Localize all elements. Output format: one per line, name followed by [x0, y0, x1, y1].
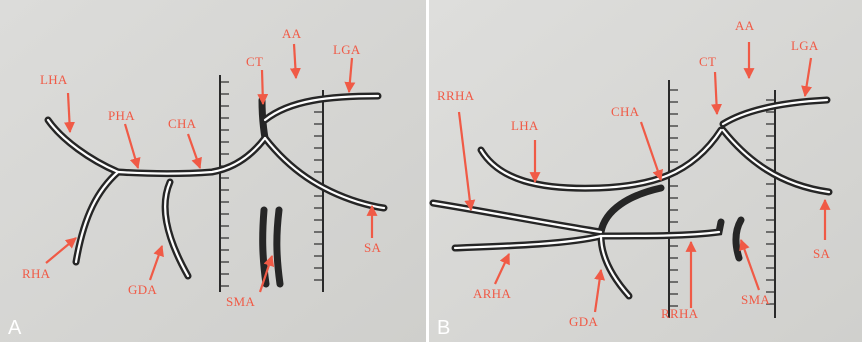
label-lga: LGA [791, 38, 819, 54]
label-aa: AA [735, 18, 754, 34]
label-arha: ARHA [473, 286, 511, 302]
panel-b: RRHA LHA CHA CT AA LGA SA ARHA GDA RRHA … [429, 0, 862, 342]
label-rha: RHA [22, 266, 50, 282]
panel-a: LHA PHA CHA CT AA LGA RHA GDA SMA SA A [0, 0, 426, 342]
panel-a-drawing [0, 0, 426, 342]
label-gda: GDA [128, 282, 157, 298]
label-pha: PHA [108, 108, 135, 124]
label-lga: LGA [333, 42, 361, 58]
label-aa: AA [282, 26, 301, 42]
label-ct: CT [699, 54, 716, 70]
label-cha: CHA [168, 116, 196, 132]
panel-letter-b: B [437, 317, 450, 340]
label-rrha-bottom: RRHA [661, 306, 698, 322]
label-lha: LHA [511, 118, 539, 134]
ct-arrow [262, 70, 263, 104]
label-sma: SMA [226, 294, 255, 310]
label-lha: LHA [40, 72, 68, 88]
label-sa: SA [364, 240, 381, 256]
sma-right [277, 210, 280, 284]
label-cha: CHA [611, 104, 639, 120]
panel-letter-a: A [8, 317, 21, 340]
label-ct: CT [246, 54, 263, 70]
label-sma: SMA [741, 292, 770, 308]
label-rrha-top: RRHA [437, 88, 474, 104]
label-gda: GDA [569, 314, 598, 330]
label-sa: SA [813, 246, 830, 262]
